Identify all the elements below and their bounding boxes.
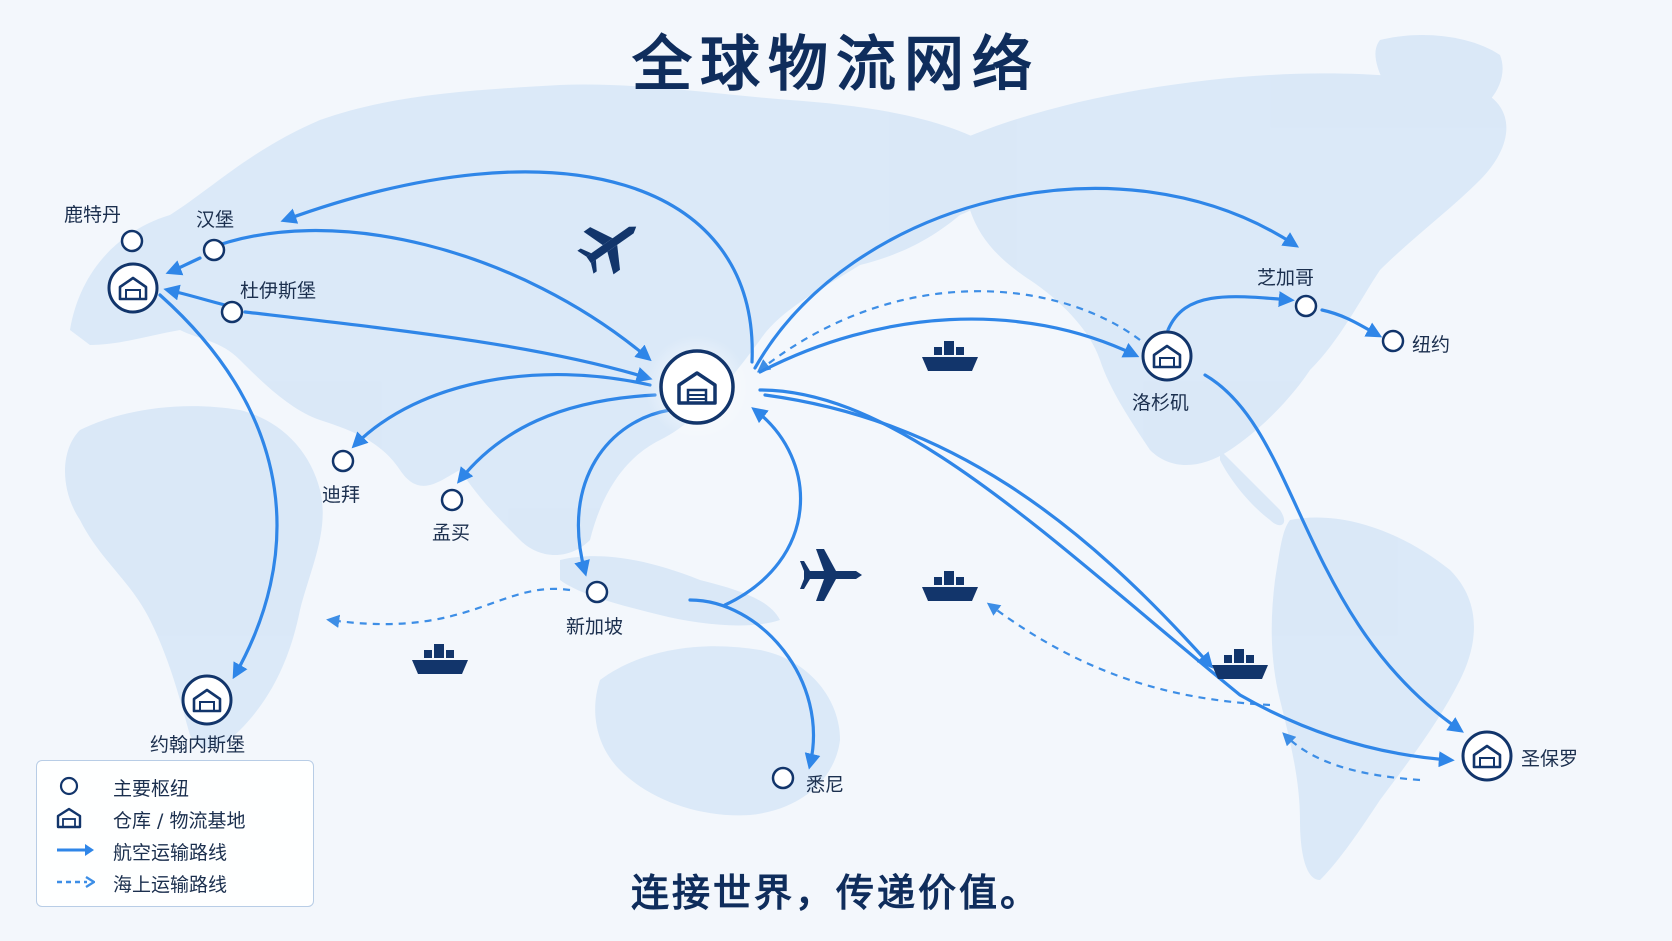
land-south-america: [1271, 517, 1474, 880]
air-route-duisburg-to-asia: [243, 310, 653, 383]
air-route-asia-to-dubai: [351, 373, 652, 449]
legend-item-warehouse: 仓库 / 物流基地: [37, 803, 313, 833]
air-route-chicago-to-newyork: [1320, 308, 1383, 338]
air-route-asia-to-mumbai: [456, 393, 657, 484]
legend-label: 主要枢纽: [113, 778, 190, 800]
city-label-duisburg: 杜伊斯堡: [240, 280, 317, 302]
city-label-sao-paulo: 圣保罗: [1521, 748, 1579, 770]
legend-item-air: 航空运输路线: [37, 835, 313, 865]
hub-node-chicago: [1294, 294, 1318, 318]
sea-route-singapore-to-africa: [326, 587, 571, 628]
city-label-los-angeles: 洛杉矶: [1132, 392, 1190, 414]
legend-item-sea: 海上运输路线: [37, 867, 313, 897]
solid-arrow-icon: [57, 844, 94, 856]
legend-item-hub: 主要枢纽: [37, 771, 313, 801]
warehouse-icon: [56, 807, 82, 829]
cargo-ship-icon: [412, 644, 468, 674]
sea-route-saopaulo-north: [1282, 732, 1421, 782]
dashed-arrow-icon: [57, 875, 95, 889]
sea-route-la-to-asia: [756, 290, 1141, 373]
air-route-asia-to-singapore: [574, 408, 672, 577]
air-route-rotterdam-to-johannesburg: [158, 293, 279, 680]
city-label-new-york: 纽约: [1412, 334, 1451, 356]
city-label-mumbai: 孟买: [432, 522, 471, 544]
legend-label: 海上运输路线: [113, 874, 228, 896]
land-north-america: [955, 73, 1507, 465]
air-route-hamburg-to-rotterdam: [165, 256, 202, 276]
warehouse-node-los-angeles[interactable]: [1139, 328, 1195, 384]
air-route-asia-to-saopaulo: [758, 388, 1455, 768]
legend-label: 航空运输路线: [113, 842, 228, 864]
central-warehouse-icon[interactable]: [645, 335, 749, 439]
cargo-ship-icon: [922, 341, 978, 371]
page-title: 全球物流网络: [632, 30, 1040, 100]
map-legend: 主要枢纽 仓库 / 物流基地 航空运输路线 海上运输路线: [36, 760, 314, 907]
land-greenland: [1375, 35, 1503, 121]
city-label-johannesburg: 约翰内斯堡: [150, 734, 246, 756]
hub-node-duisburg: [220, 300, 244, 324]
city-label-sydney: 悉尼: [806, 774, 845, 796]
cargo-ship-icon: [1212, 649, 1268, 679]
hub-node-dubai: [331, 449, 355, 473]
air-route-asia-to-sydney: [688, 598, 821, 770]
slogan: 连接世界，传递价值。: [630, 871, 1041, 915]
air-route-asia-to-la: [758, 317, 1140, 374]
hub-node-singapore: [585, 580, 609, 604]
air-route-asia-to-pacific-ship: [763, 393, 1214, 669]
airplane-icon: [800, 549, 862, 601]
legend-label: 仓库 / 物流基地: [113, 810, 246, 832]
air-route-europe-to-asia: [203, 228, 652, 362]
air-route-la-to-chicago: [1166, 291, 1295, 332]
sea-routes: [326, 290, 1421, 782]
air-routes: [158, 170, 1464, 770]
air-route-duisburg-to-rotterdam: [163, 284, 227, 307]
air-route-asia-to-hamburg: [280, 170, 754, 364]
city-label-chicago: 芝加哥: [1257, 267, 1315, 289]
air-route-singapore-to-asia: [723, 407, 803, 607]
hub-node-sydney: [771, 766, 795, 790]
city-label-dubai: 迪拜: [322, 484, 361, 506]
hub-rings: [120, 229, 1405, 790]
airplane-icon: [577, 226, 637, 275]
land-eurasia: [70, 84, 998, 555]
land-africa: [65, 406, 323, 748]
city-label-singapore: 新加坡: [566, 616, 624, 638]
land-australia: [595, 646, 840, 816]
city-label-rotterdam: 鹿特丹: [64, 204, 122, 226]
hub-node-new-york: [1381, 329, 1405, 353]
hub-ring-icon: [59, 776, 79, 796]
air-route-asia-to-chicago: [753, 186, 1300, 370]
hub-node-mumbai: [440, 488, 464, 512]
cargo-ship-icon: [922, 571, 978, 601]
hub-node-rotterdam: [120, 229, 144, 253]
warehouse-node-sao-paulo[interactable]: [1459, 728, 1515, 784]
landmasses: [65, 35, 1507, 880]
warehouse-node-rotterdam[interactable]: [105, 260, 161, 316]
hub-node-hamburg: [202, 238, 226, 262]
land-central-america: [1220, 450, 1285, 526]
warehouse-node-johannesburg[interactable]: [179, 672, 235, 728]
air-route-la-to-saopaulo: [1203, 373, 1464, 733]
city-label-hamburg: 汉堡: [196, 209, 235, 231]
